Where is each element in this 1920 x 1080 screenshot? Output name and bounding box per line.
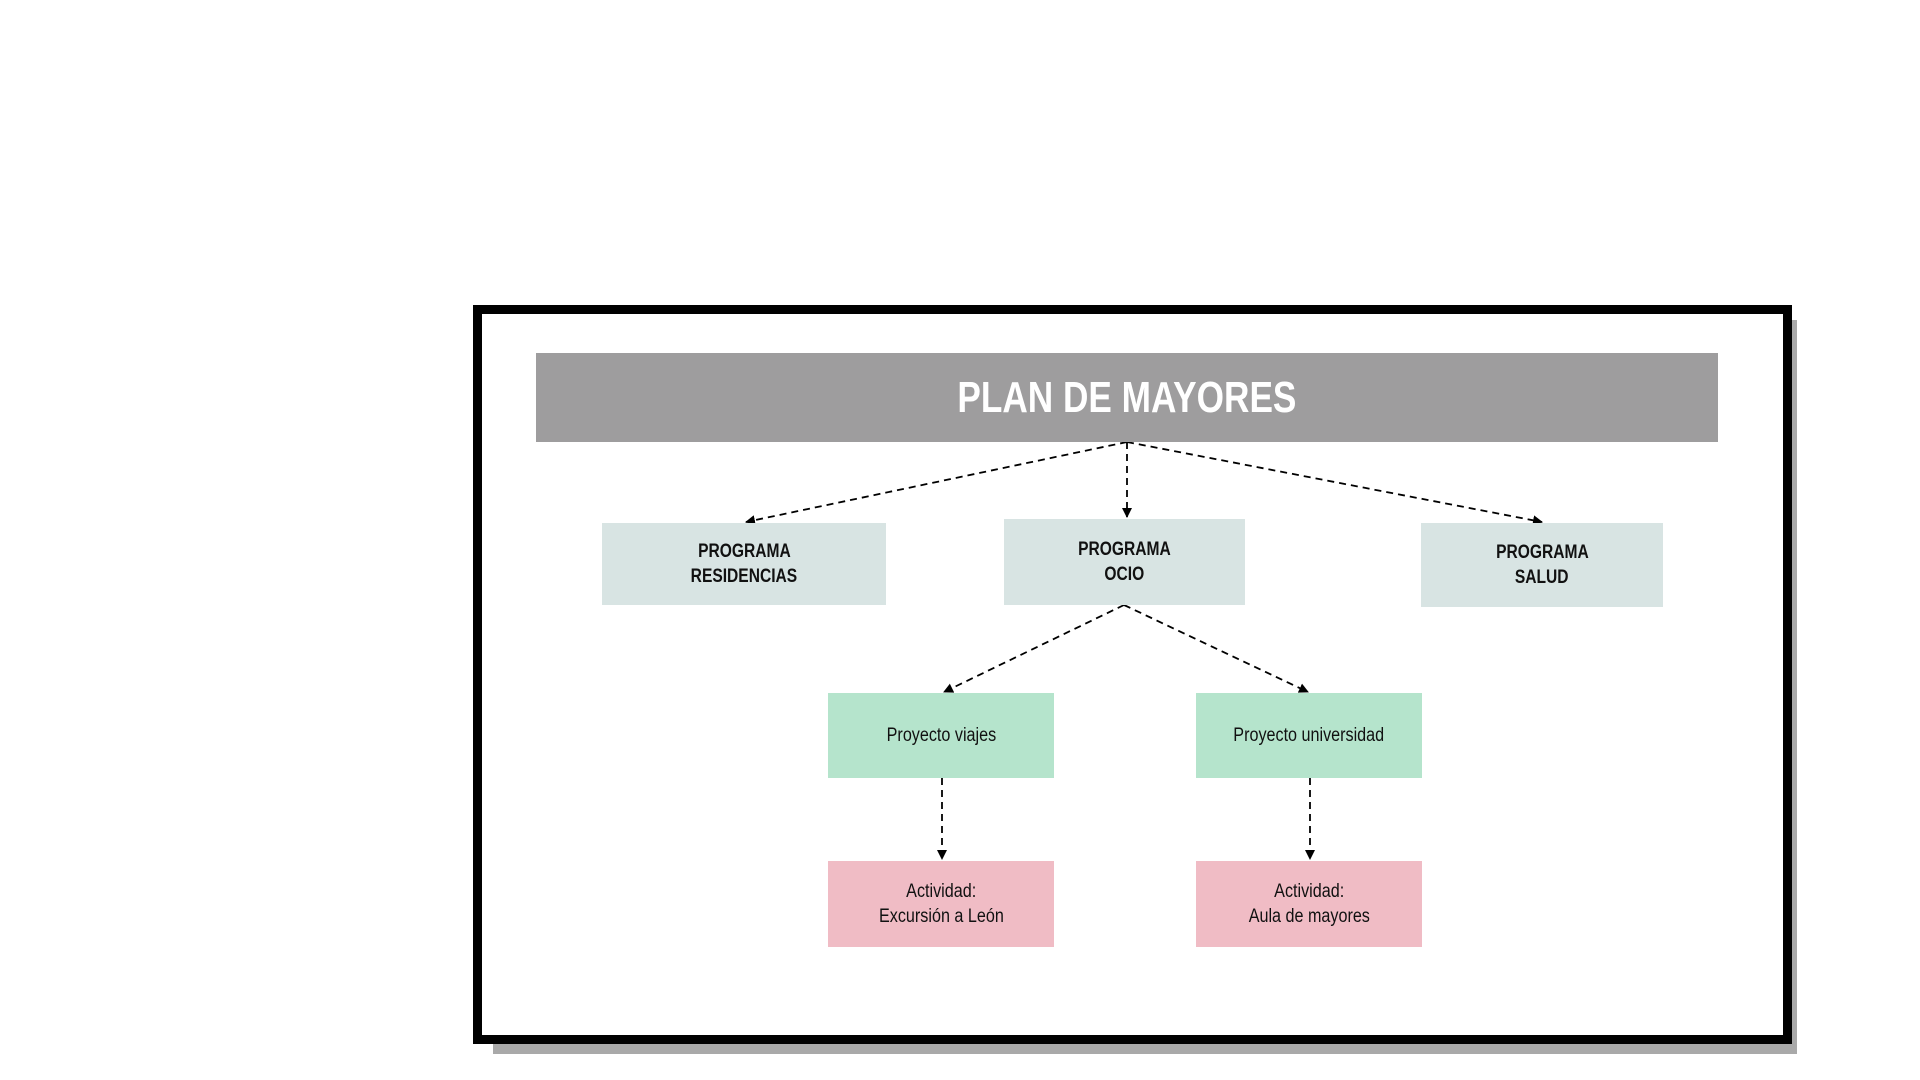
plan-title: PLAN DE MAYORES — [957, 372, 1297, 422]
program-name: SALUD — [1515, 567, 1569, 588]
program-label: PROGRAMA — [1495, 542, 1589, 563]
project-viajes: Proyecto viajes — [828, 693, 1054, 778]
activity-excursion-leon: Actividad: Excursión a León — [828, 861, 1054, 947]
program-ocio: PROGRAMA OCIO — [1004, 519, 1245, 605]
program-label: PROGRAMA — [1078, 539, 1171, 560]
program-name: RESIDENCIAS — [690, 566, 798, 587]
program-label: PROGRAMA — [697, 541, 791, 562]
project-universidad: Proyecto universidad — [1196, 693, 1422, 778]
program-residencias: PROGRAMA RESIDENCIAS — [602, 523, 886, 605]
program-name: OCIO — [1104, 564, 1145, 585]
activity-name: Aula de mayores — [1248, 906, 1370, 927]
activity-label: Actividad: — [1273, 881, 1345, 902]
activity-aula-mayores: Actividad: Aula de mayores — [1196, 861, 1422, 947]
plan-title-bar: PLAN DE MAYORES — [536, 353, 1718, 442]
program-salud: PROGRAMA SALUD — [1421, 523, 1663, 607]
project-label: Proyecto universidad — [1233, 725, 1385, 746]
activity-name: Excursión a León — [878, 906, 1004, 927]
project-label: Proyecto viajes — [886, 725, 996, 746]
activity-label: Actividad: — [905, 881, 977, 902]
